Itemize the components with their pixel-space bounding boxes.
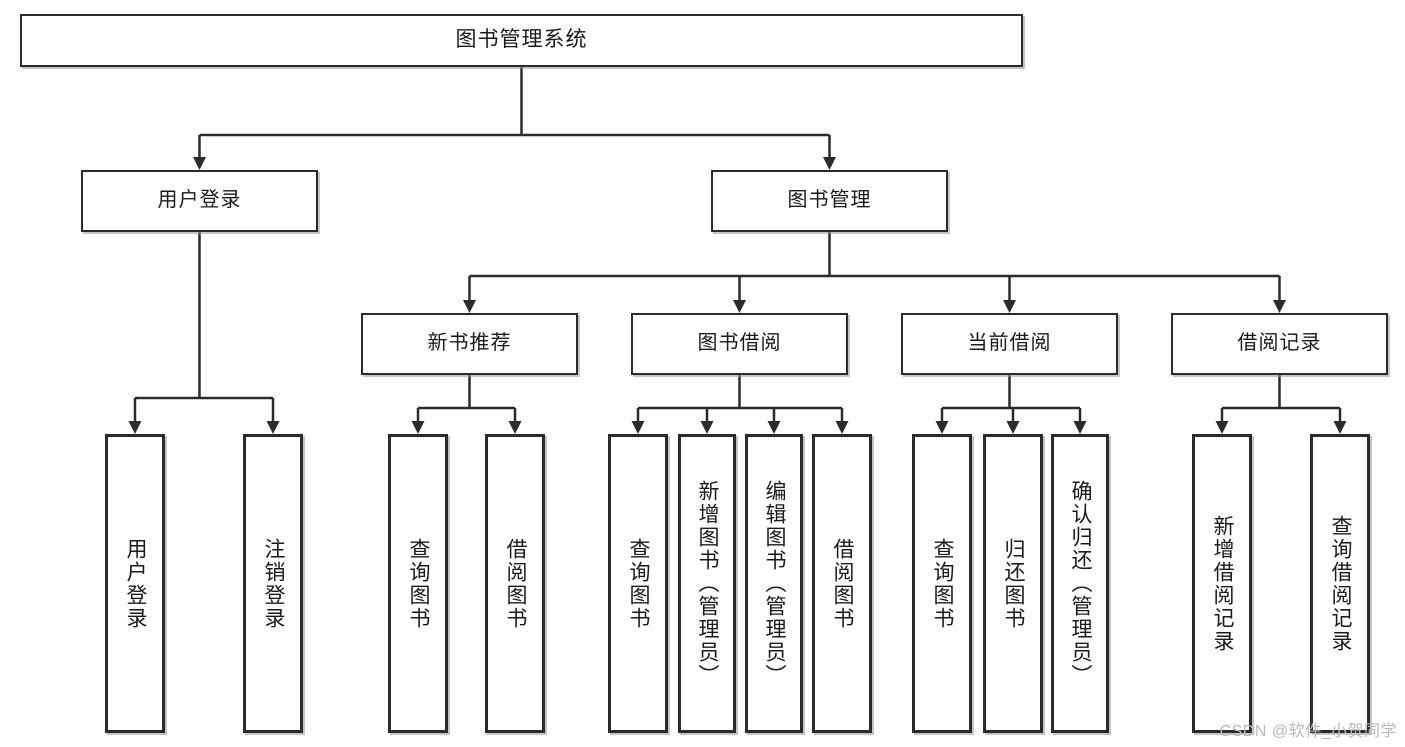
arrow-head-icon (1006, 421, 1020, 434)
node-label: 新增借阅记录 (1211, 514, 1235, 653)
node-root-图书管理系统[interactable]: 图书管理系统 (20, 14, 1023, 67)
arrow-head-icon (733, 300, 746, 313)
watermark-text: CSDN @软件_小贺同学 (1219, 723, 1397, 740)
arrow-head-icon (767, 421, 781, 434)
node-leaf-新书推荐-查询图书[interactable]: 查询图书 (388, 434, 448, 733)
node-leaf-用户登录-用户登录[interactable]: 用户登录 (105, 434, 165, 733)
node-leaf-当前借阅-查询图书[interactable]: 查询图书 (912, 434, 972, 733)
node-leaf-借阅记录-新增借阅记录[interactable]: 新增借阅记录 (1192, 434, 1252, 733)
node-label: 查询图书 (407, 537, 431, 630)
node-leaf-当前借阅-确认归还管理员[interactable]: 确认归还（管理员） (1051, 434, 1109, 733)
arrow-head-icon (631, 421, 645, 434)
arrow-head-icon (823, 157, 836, 170)
node-label: 注销登录 (262, 537, 286, 630)
arrow-head-icon (1333, 421, 1347, 434)
arrow-head-icon (700, 421, 714, 434)
node-label: 查询借阅记录 (1329, 514, 1353, 653)
node-label: 借阅图书 (504, 537, 528, 630)
arrow-head-icon (935, 421, 949, 434)
node-level3-图书借阅[interactable]: 图书借阅 (631, 313, 848, 375)
node-level2-用户登录[interactable]: 用户登录 (81, 170, 318, 232)
node-label: 图书管理 (787, 189, 872, 212)
node-label: 图书借阅 (697, 332, 782, 355)
node-leaf-图书借阅-新增图书管理员[interactable]: 新增图书（管理员） (678, 434, 736, 733)
arrow-head-icon (463, 300, 476, 313)
node-label: 用户登录 (157, 189, 242, 212)
node-level3-当前借阅[interactable]: 当前借阅 (901, 313, 1118, 375)
node-level2-图书管理[interactable]: 图书管理 (711, 170, 948, 232)
node-leaf-当前借阅-归还图书[interactable]: 归还图书 (983, 434, 1043, 733)
arrow-head-icon (1003, 300, 1016, 313)
node-label: 用户登录 (124, 537, 148, 630)
node-leaf-用户登录-注销登录[interactable]: 注销登录 (243, 434, 303, 733)
node-leaf-图书借阅-查询图书[interactable]: 查询图书 (608, 434, 668, 733)
node-label: 新书推荐 (427, 332, 512, 355)
node-leaf-图书借阅-借阅图书[interactable]: 借阅图书 (812, 434, 872, 733)
node-level3-借阅记录[interactable]: 借阅记录 (1171, 313, 1388, 375)
arrow-head-icon (1273, 300, 1286, 313)
node-label: 查询图书 (627, 537, 651, 630)
node-level3-新书推荐[interactable]: 新书推荐 (361, 313, 578, 375)
arrow-head-icon (1073, 421, 1087, 434)
node-leaf-新书推荐-借阅图书[interactable]: 借阅图书 (485, 434, 545, 733)
node-label: 当前借阅 (967, 332, 1052, 355)
node-label: 新增图书（管理员） (696, 480, 720, 687)
arrow-head-icon (128, 421, 142, 434)
arrow-head-icon (508, 421, 522, 434)
arrow-head-icon (266, 421, 280, 434)
node-label: 归还图书 (1002, 537, 1026, 630)
node-leaf-借阅记录-查询借阅记录[interactable]: 查询借阅记录 (1310, 434, 1370, 733)
node-label: 编辑图书（管理员） (763, 480, 787, 687)
arrow-head-icon (835, 421, 849, 434)
node-label: 借阅图书 (831, 537, 855, 630)
arrow-head-icon (411, 421, 425, 434)
arrow-head-icon (193, 157, 206, 170)
node-leaf-图书借阅-编辑图书管理员[interactable]: 编辑图书（管理员） (745, 434, 803, 733)
arrow-head-icon (1215, 421, 1229, 434)
node-label: 借阅记录 (1237, 332, 1322, 355)
node-label: 查询图书 (931, 537, 955, 630)
node-label: 确认归还（管理员） (1069, 480, 1093, 687)
node-label: 图书管理系统 (455, 28, 588, 52)
